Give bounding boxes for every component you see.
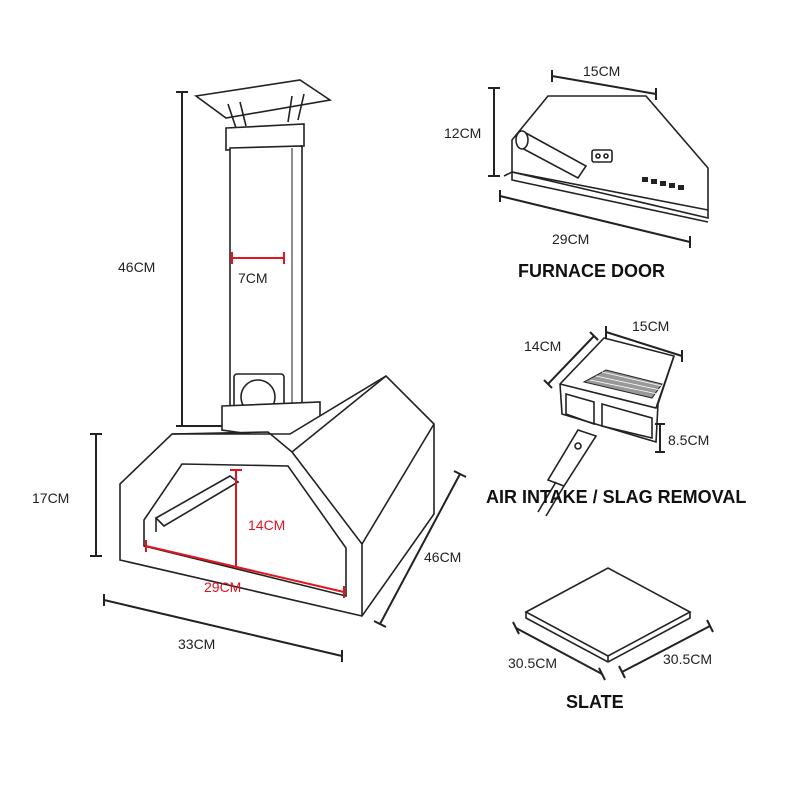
- chimney-height-label: 46CM: [118, 259, 155, 275]
- door-top-width-label: 15CM: [583, 63, 620, 79]
- intake-width-line: [605, 331, 683, 357]
- air-intake-title: AIR INTAKE / SLAG REMOVAL: [486, 487, 746, 507]
- air-intake-dimensions: 14CM 15CM 8.5CM: [524, 318, 709, 453]
- furnace-door-lip: [503, 170, 709, 223]
- body-depth-line: [379, 473, 461, 625]
- slate-side-a-label: 30.5CM: [508, 655, 557, 671]
- slate-side-a-line: [515, 627, 603, 675]
- body-depth-label: 46CM: [424, 549, 461, 565]
- door-top-width-line: [551, 75, 657, 95]
- intake-handle-top: [546, 429, 598, 487]
- oven-illustration: [119, 79, 435, 617]
- door-bottom-width-line: [499, 195, 691, 243]
- door-bottom-width-label: 29CM: [552, 231, 589, 247]
- intake-depth-line: [547, 335, 595, 385]
- slate-side-b-line: [621, 625, 711, 673]
- chimney-collar: [225, 123, 305, 151]
- chimney-cap: [193, 79, 333, 119]
- slate-illustration: [524, 567, 692, 663]
- oven-rail: [154, 475, 240, 528]
- furnace-door-dimensions: 15CM 12CM 29CM: [444, 63, 691, 248]
- chimney-width-label: 7CM: [238, 270, 268, 286]
- intake-slot-right: [601, 402, 653, 440]
- intake-height-label: 8.5CM: [668, 432, 709, 448]
- body-width-label: 33CM: [178, 636, 215, 652]
- slate-top: [524, 567, 692, 657]
- cap-supports: [227, 93, 305, 129]
- handle-bracket: [591, 149, 613, 163]
- body-height-label: 17CM: [32, 490, 69, 506]
- body-width-line: [103, 599, 343, 657]
- door-height-label: 12CM: [444, 125, 481, 141]
- intake-handle-rod: [537, 481, 565, 517]
- opening-width-label: 29CM: [204, 579, 241, 595]
- door-vent-slots: [642, 177, 684, 190]
- furnace-door-illustration: [503, 95, 709, 223]
- air-intake-illustration: [537, 337, 676, 517]
- oven-dimensions: 46CM 7CM 17CM 14CM 29CM 33CM 46CM: [32, 91, 467, 662]
- oven-top-ridge: [171, 375, 387, 454]
- slate-dimensions: 30.5CM 30.5CM: [508, 619, 714, 681]
- slate-side-b-label: 30.5CM: [663, 651, 712, 667]
- intake-width-label: 15CM: [632, 318, 669, 334]
- slate-title: SLATE: [566, 692, 624, 712]
- opening-height-label: 14CM: [248, 517, 285, 533]
- intake-slot-left: [565, 392, 595, 426]
- oven-side-edge: [361, 423, 435, 545]
- intake-depth-label: 14CM: [524, 338, 561, 354]
- furnace-door-title: FURNACE DOOR: [518, 261, 665, 281]
- opening-width-line: [145, 545, 345, 593]
